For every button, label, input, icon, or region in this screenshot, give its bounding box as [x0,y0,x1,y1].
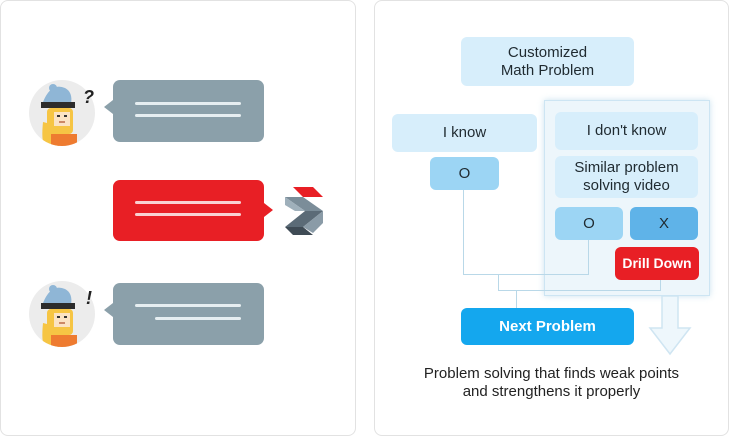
next-problem-label: Next Problem [499,317,596,335]
flow-caption: Problem solving that finds weak points a… [374,365,729,401]
student-question-bubble [104,80,264,142]
video-line: Similar problem [574,159,679,176]
text-line-placeholder [135,304,241,307]
connector-line [498,290,660,291]
down-arrow-icon [648,295,692,356]
i-know-box: I know [392,114,537,152]
o-option-box: O [555,207,623,240]
text-line-placeholder [135,213,241,216]
o-label: O [458,164,471,182]
x-option-box: X [630,207,698,240]
drill-down-box: Drill Down [615,247,699,280]
customized-math-problem-box: Customized Math Problem [461,37,634,86]
connector-line [516,290,517,308]
next-problem-box: Next Problem [461,308,634,345]
student-understanding-bubble [104,283,264,345]
caption-line: and strengthens it properly [462,383,641,400]
x-label: X [658,214,669,232]
title-line: Customized [507,43,588,61]
connector-line [498,275,499,291]
exclamation-mark: ! [86,288,92,308]
i-know-result-box: O [430,157,499,190]
drill-down-label: Drill Down [622,255,692,272]
o-label: O [583,214,595,232]
text-line-placeholder [135,201,241,204]
connector-line [588,240,589,275]
bubble-tail [264,203,273,217]
similar-problem-video-box: Similar problem solving video [555,156,698,198]
i-know-label: I know [442,124,487,141]
bubble-tail [104,303,113,317]
i-dont-know-label: I don't know [586,122,667,139]
video-line: solving video [583,177,670,194]
brand-logo-icon [283,183,325,239]
connector-line [660,280,661,291]
connector-line [463,189,464,275]
i-dont-know-box: I don't know [555,112,698,150]
text-line-placeholder [135,102,241,105]
student-avatar-icon [29,80,95,146]
chat-illustration-panel: ? [0,0,356,436]
text-line-placeholder [155,317,241,320]
text-line-placeholder [135,114,241,117]
question-mark: ? [83,87,94,107]
student-avatar-icon [29,281,95,347]
system-response-bubble [113,180,273,241]
connector-line [463,274,589,275]
caption-line: Problem solving that finds weak points [423,365,680,382]
bubble-tail [104,100,113,114]
title-line: Math Problem [500,61,595,79]
